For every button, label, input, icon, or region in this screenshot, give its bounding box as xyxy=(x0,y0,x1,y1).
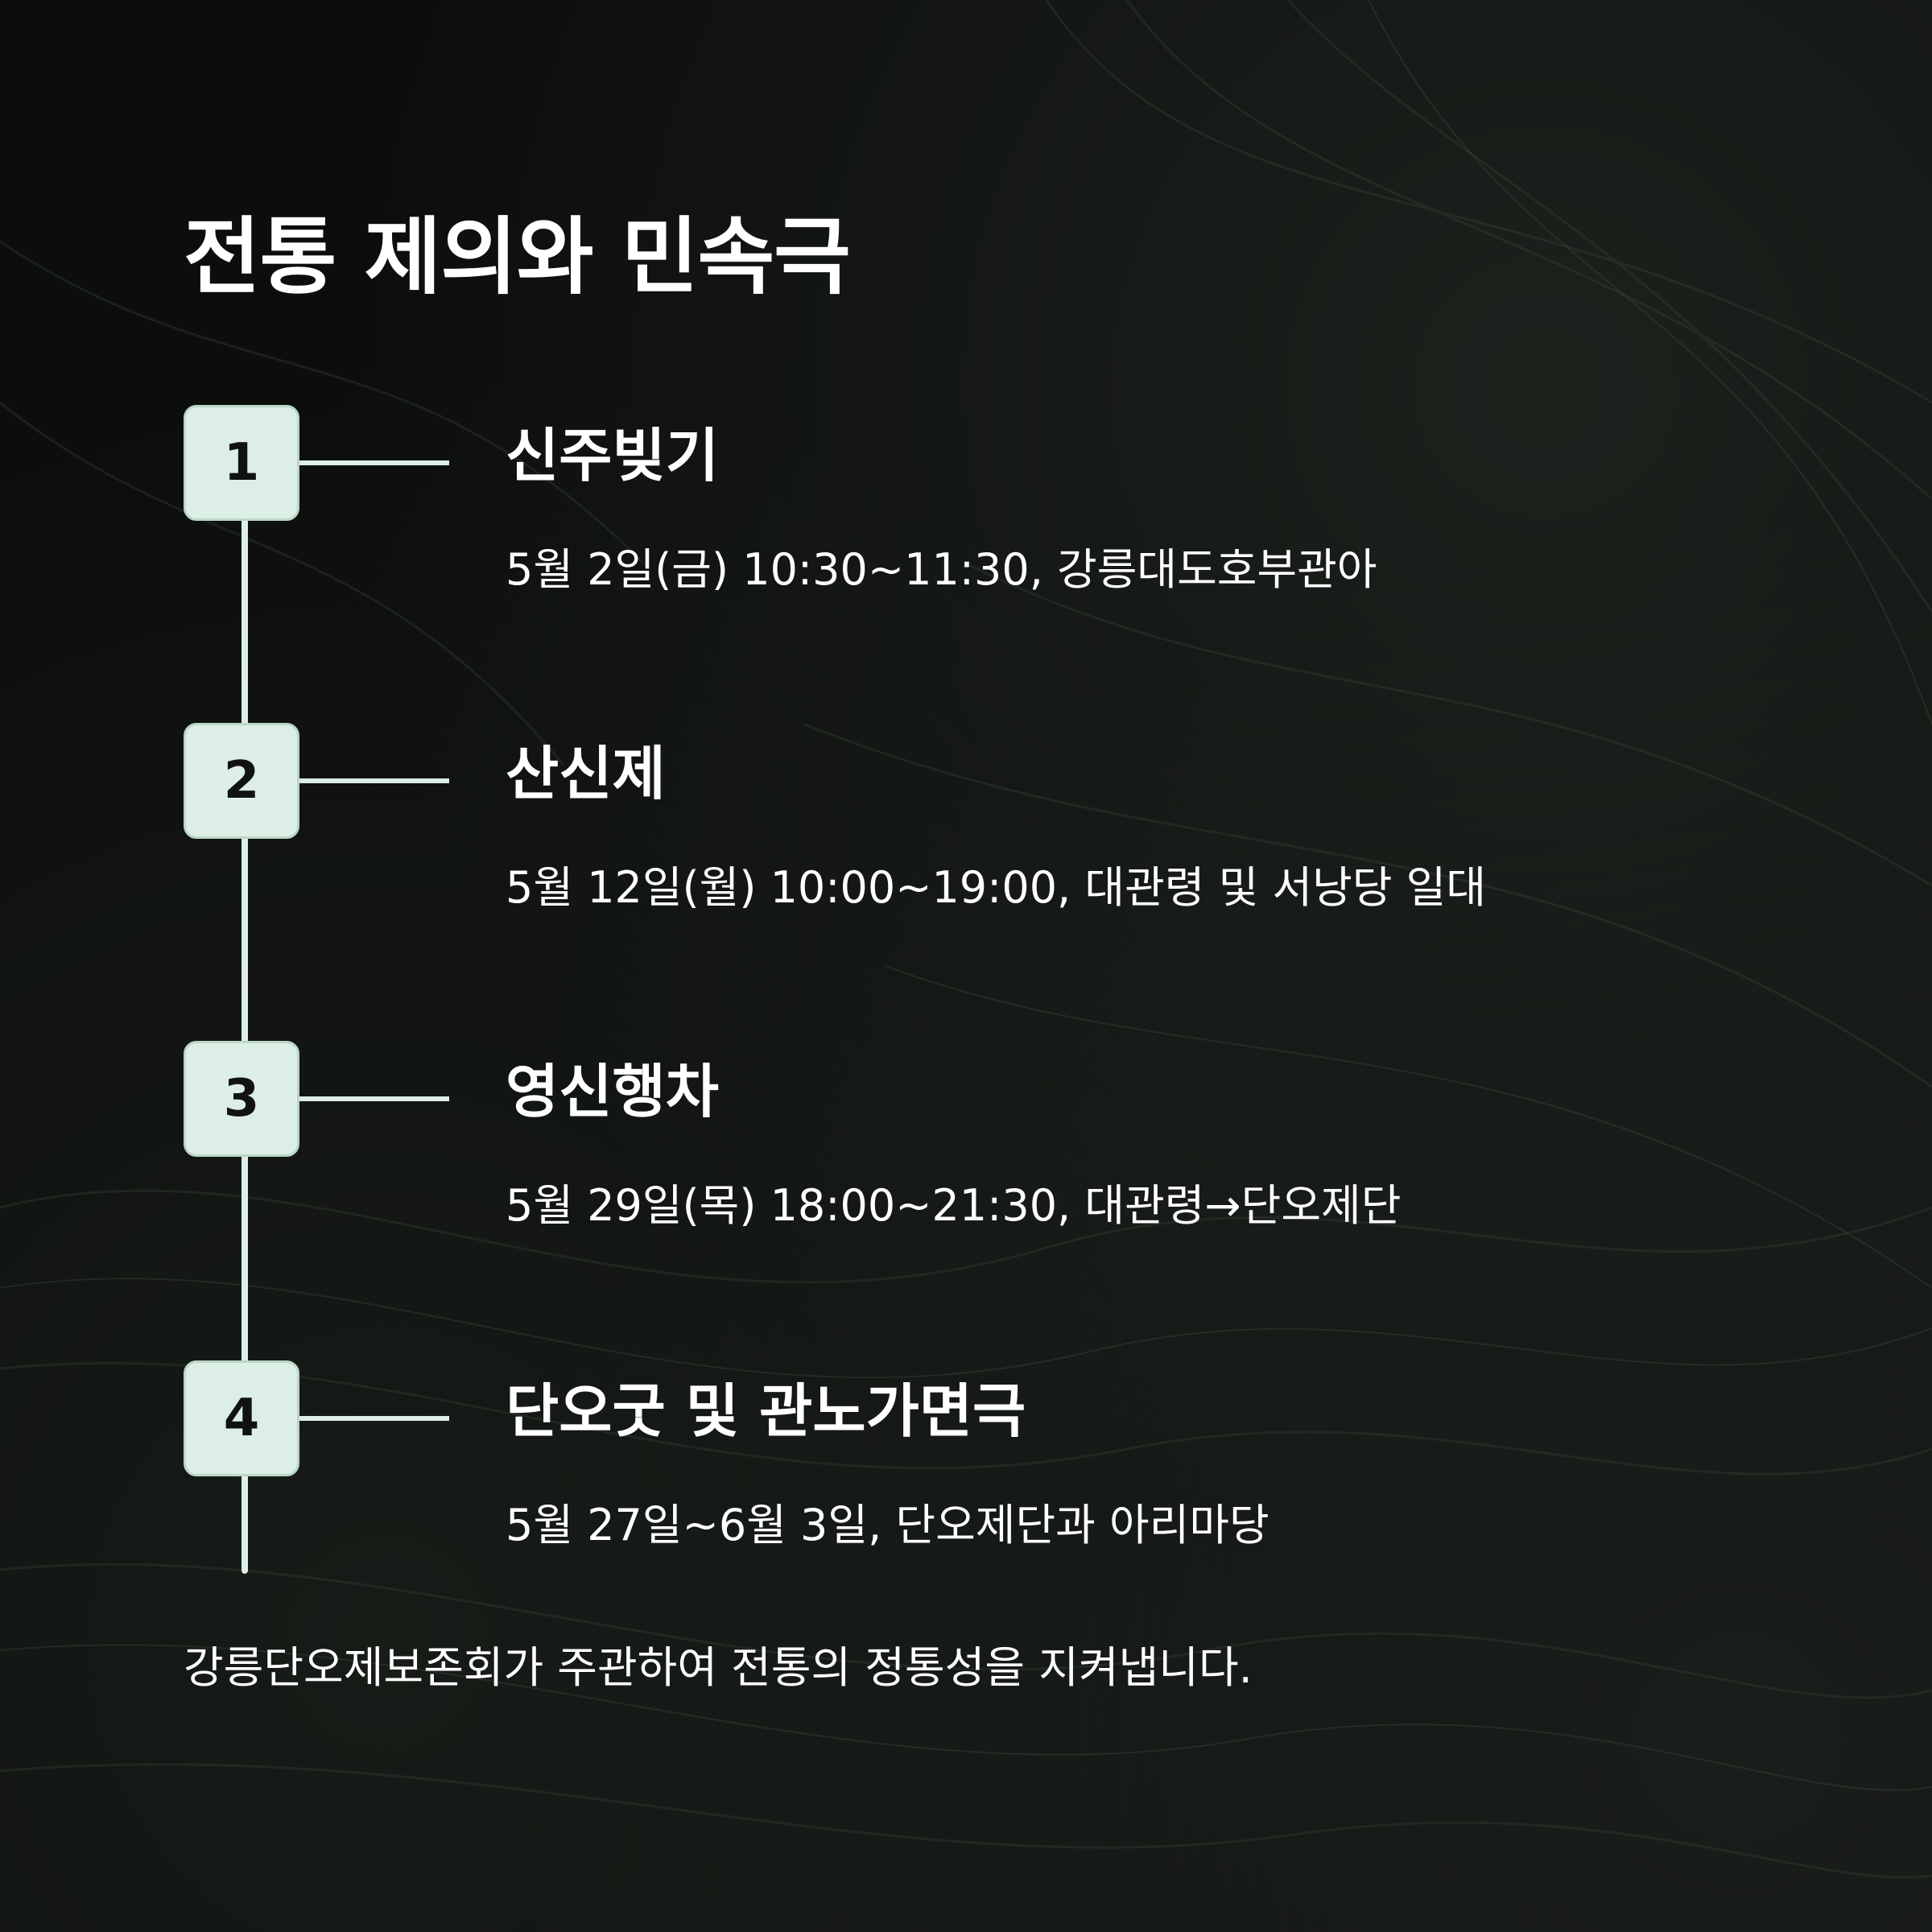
step-connector-2 xyxy=(299,778,449,783)
step-badge-3: 3 xyxy=(184,1041,299,1157)
timeline-line xyxy=(242,451,248,1574)
step-title-4: 단오굿 및 관노가면극 xyxy=(506,1377,1026,1445)
step-connector-3 xyxy=(299,1096,449,1101)
footer-note: 강릉단오제보존회가 주관하여 전통의 정통성을 지켜냅니다. xyxy=(184,1642,1253,1693)
step-detail-2: 5월 12일(월) 10:00~19:00, 대관령 및 서낭당 일대 xyxy=(506,862,1487,913)
step-badge-1: 1 xyxy=(184,405,299,521)
step-detail-3: 5월 29일(목) 18:00~21:30, 대관령→단오제단 xyxy=(506,1180,1402,1231)
page-title: 전통 제의와 민속극 xyxy=(184,208,851,306)
step-detail-1: 5월 2일(금) 10:30~11:30, 강릉대도호부관아 xyxy=(506,544,1377,595)
step-badge-2: 2 xyxy=(184,723,299,839)
step-badge-4: 4 xyxy=(184,1360,299,1476)
step-connector-4 xyxy=(299,1416,449,1421)
step-detail-4: 5월 27일~6월 3일, 단오제단과 아리마당 xyxy=(506,1500,1269,1550)
step-title-3: 영신행차 xyxy=(506,1058,719,1125)
step-title-1: 신주빚기 xyxy=(506,422,719,489)
step-title-2: 산신제 xyxy=(506,740,666,807)
step-connector-1 xyxy=(299,460,449,465)
